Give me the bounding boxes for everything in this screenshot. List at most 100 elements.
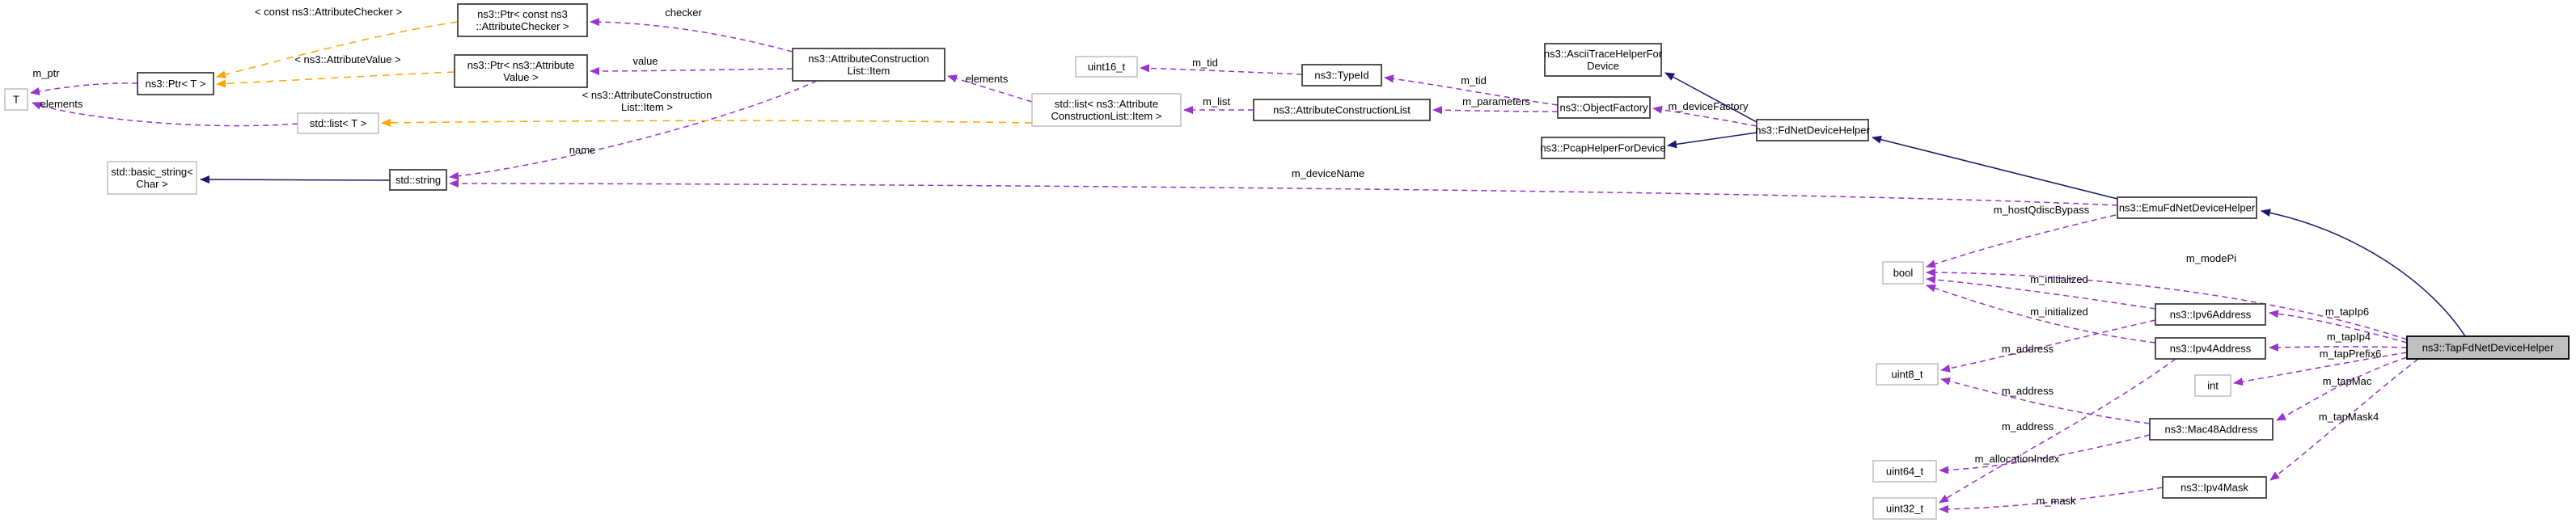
edge-label: m_initialized <box>2030 273 2088 285</box>
node-emu-helper[interactable]: ns3::EmuFdNetDeviceHelper <box>2117 196 2257 219</box>
edge-member-fdnet-helper-to-obj-factory <box>1652 105 1758 127</box>
node-std-string[interactable]: std::string <box>389 169 447 191</box>
edge-member-ipv4-mask-to-uint32-t <box>1939 487 2164 513</box>
node-acl-item[interactable]: ns3::AttributeConstructionList::Item <box>792 48 945 82</box>
edge-label: m_mask <box>2036 495 2076 507</box>
edge-template-ptr-value-to-ptr-t <box>216 71 455 88</box>
node-label: uint64_t <box>1886 466 1924 478</box>
edge-member-acl-item-to-std-string <box>449 80 818 180</box>
node-ptr-value[interactable]: ns3::Ptr< ns3::AttributeValue > <box>454 54 588 88</box>
edge-member-tap-helper-to-ipv4-address <box>2269 343 2408 352</box>
node-uint64-t: uint64_t <box>1872 460 1937 483</box>
edge-member-mac48-address-to-uint64-t <box>1939 434 2151 474</box>
edge-label: m_hostQdiscBypass <box>1994 204 2090 216</box>
node-typeid[interactable]: ns3::TypeId <box>1301 64 1382 86</box>
edge-member-ipv6-address-to-bool <box>1926 276 2156 310</box>
edge-label: m_deviceName <box>1292 167 1364 179</box>
edge-label: elements <box>966 73 1009 85</box>
node-label: Device <box>1587 60 1619 72</box>
node-bool: bool <box>1882 261 1924 285</box>
edge-member-list-t-to-t <box>32 102 298 127</box>
node-acl[interactable]: ns3::AttributeConstructionList <box>1253 99 1431 121</box>
edge-label: m_tapIp6 <box>2325 306 2369 318</box>
node-box <box>2149 418 2274 441</box>
edge-template-ptr-checker-to-ptr-t <box>216 21 459 79</box>
node-box <box>1301 64 1382 86</box>
edge-member-typeid-to-uint16-t <box>1140 64 1303 75</box>
node-list-t: std::list< T > <box>297 112 379 134</box>
edge-label: m_tid <box>1192 57 1218 69</box>
edge-inherit-std-string-to-basic-string <box>200 175 391 184</box>
node-label: ns3::TypeId <box>1314 70 1368 82</box>
edge-label: m_tapIp4 <box>2327 331 2371 343</box>
node-pcap-helper[interactable]: ns3::PcapHelperForDevice <box>1540 137 1666 159</box>
node-box <box>1872 460 1937 483</box>
node-box <box>107 161 197 195</box>
edge-label: m_tid <box>1461 74 1487 86</box>
node-label: ns3::PcapHelperForDevice <box>1540 142 1665 154</box>
edge-inherit-emu-helper-to-fdnet-helper <box>1872 135 2118 200</box>
edge-member-emu-helper-to-std-string <box>449 179 2118 206</box>
node-box <box>2162 476 2267 499</box>
edge-member-list-item-to-acl-item <box>947 74 1033 103</box>
edge-label: elements <box>40 98 83 110</box>
node-label: ns3::Ptr< T > <box>146 78 206 90</box>
edge-member-acl-item-to-ptr-value <box>590 66 793 75</box>
node-ptr-checker[interactable]: ns3::Ptr< const ns3::AttributeChecker > <box>457 3 588 37</box>
node-uint8-t: uint8_t <box>1876 363 1939 386</box>
edge-inherit-fdnet-helper-to-pcap-helper <box>1667 132 1758 149</box>
edge-label: < const ns3::AttributeChecker > <box>255 6 402 18</box>
node-box <box>2117 196 2257 219</box>
node-box <box>4 88 28 111</box>
edge-member-tap-helper-to-bool <box>1926 268 2408 340</box>
edge-member-obj-factory-to-typeid <box>1384 74 1559 106</box>
node-label: uint16_t <box>1088 61 1126 73</box>
node-t: T <box>4 88 28 111</box>
node-label: ns3::TapFdNetDeviceHelper <box>2422 342 2554 354</box>
node-label: Value > <box>503 71 539 83</box>
node-basic-string: std::basic_string<Char > <box>107 161 197 195</box>
edge-member-emu-helper-to-bool <box>1926 214 2117 268</box>
node-label: ns3::ObjectFactory <box>1559 102 1648 114</box>
edge-label: < ns3::AttributeValue > <box>294 53 400 65</box>
node-box <box>1031 93 1182 127</box>
node-ipv6-address[interactable]: ns3::Ipv6Address <box>2155 303 2266 326</box>
node-uint32-t: uint32_t <box>1872 497 1937 520</box>
edge-template-list-item-to-list-t <box>381 118 1033 127</box>
edge-label: m_tapPrefix6 <box>2320 348 2382 360</box>
edge-member-tap-helper-to-mac48-address <box>2276 356 2408 421</box>
node-ptr-t[interactable]: ns3::Ptr< T > <box>137 72 214 95</box>
node-label: ns3::Ipv4Address <box>2170 343 2252 355</box>
node-label: ns3::FdNetDeviceHelper <box>1755 124 1870 137</box>
node-label: ns3::Ipv6Address <box>2170 309 2252 321</box>
node-mac48-address[interactable]: ns3::Mac48Address <box>2149 418 2274 441</box>
edge-label: value <box>632 55 658 67</box>
node-label: ns3::Mac48Address <box>2165 424 2258 436</box>
node-box <box>1541 137 1665 159</box>
node-label: std::list< ns3::Attribute <box>1055 98 1158 110</box>
edge-label: < ns3::AttributeConstruction <box>582 89 713 101</box>
node-label: ns3::Ipv4Mask <box>2181 482 2248 494</box>
node-box <box>1557 96 1651 119</box>
edge-label: m_address <box>2002 385 2054 397</box>
node-box <box>1253 99 1431 121</box>
node-label: std::string <box>395 174 441 186</box>
node-fdnet-helper[interactable]: ns3::FdNetDeviceHelper <box>1755 119 1870 141</box>
node-label: std::list< T > <box>310 117 366 129</box>
edge-member-ipv4-address-to-bool <box>1926 284 2156 344</box>
node-box <box>1876 363 1939 386</box>
node-label: ns3::AsciiTraceHelperFor <box>1544 48 1663 60</box>
node-box <box>297 112 379 134</box>
node-label: ::AttributeChecker > <box>476 20 569 32</box>
node-box <box>1756 119 1869 141</box>
node-box <box>1544 43 1662 77</box>
node-ipv4-address[interactable]: ns3::Ipv4Address <box>2155 337 2266 360</box>
node-box <box>137 72 214 95</box>
node-ipv4-mask[interactable]: ns3::Ipv4Mask <box>2162 476 2267 499</box>
node-tap-helper: ns3::TapFdNetDeviceHelper <box>2406 335 2570 360</box>
edge-label: m_ptr <box>32 67 60 79</box>
node-obj-factory[interactable]: ns3::ObjectFactory <box>1557 96 1651 119</box>
